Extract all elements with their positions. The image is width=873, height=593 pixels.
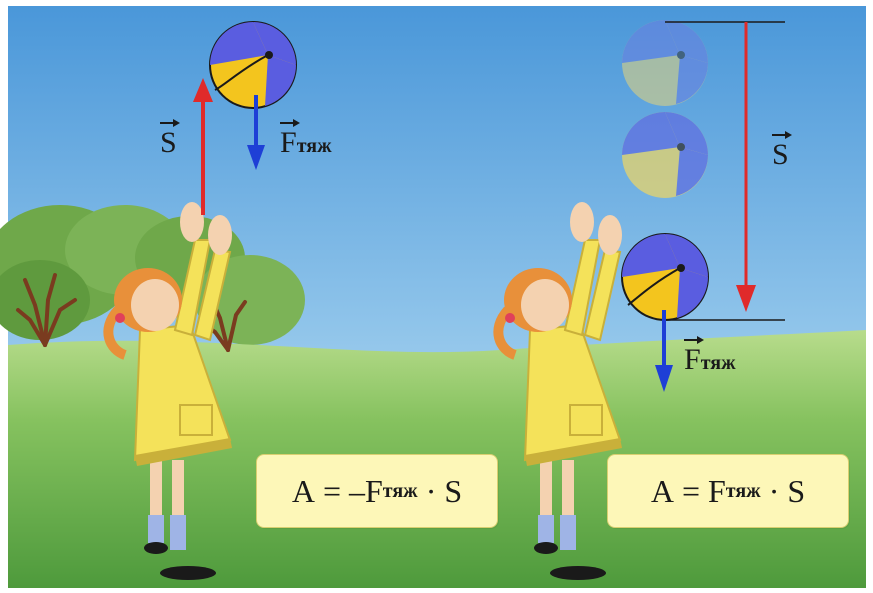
formula-right-dot: ·	[768, 472, 780, 509]
f-label-right-sub: тяж	[700, 352, 736, 374]
ball-ghost-top	[622, 20, 708, 106]
formula-left-eq: =	[322, 472, 341, 509]
shrub-left	[16, 273, 77, 347]
girl-left	[103, 202, 232, 580]
formula-left-minus: –	[349, 472, 365, 509]
girl-right	[493, 202, 622, 580]
ball-left	[209, 21, 297, 109]
ball-ghost-middle	[622, 112, 708, 198]
s-label-right-text: S	[772, 138, 789, 171]
formula-box-left: A = – F тяж · S	[256, 454, 498, 528]
formula-box-right: A = F тяж · S	[607, 454, 849, 528]
gravity-arrow-right	[655, 310, 673, 392]
formula-left-a: A	[291, 472, 315, 509]
formula-left-s: S	[444, 472, 463, 509]
s-label-left-text: S	[160, 126, 177, 159]
formula-left-f: F	[365, 472, 383, 509]
gravity-arrow-left	[247, 95, 265, 170]
s-label-right: S	[772, 131, 792, 171]
formula-right-eq: =	[681, 472, 700, 509]
f-label-left-text: F	[280, 126, 297, 159]
f-label-left: Fтяж	[280, 119, 332, 159]
f-label-right: Fтяж	[684, 336, 736, 376]
s-label-left: S	[160, 119, 180, 159]
formula-left-sub: тяж	[382, 479, 418, 502]
formula-right-f: F	[708, 472, 726, 509]
f-label-left-sub: тяж	[296, 135, 332, 157]
formula-right-a: A	[650, 472, 674, 509]
displacement-arrow-down	[736, 22, 756, 312]
formula-left-dot: ·	[425, 472, 437, 509]
formula-right-sub: тяж	[725, 479, 761, 502]
ball-right	[621, 233, 709, 321]
height-guides	[665, 21, 785, 321]
formula-right-s: S	[787, 472, 806, 509]
displacement-arrow-up	[193, 78, 213, 215]
f-label-right-text: F	[684, 343, 701, 376]
